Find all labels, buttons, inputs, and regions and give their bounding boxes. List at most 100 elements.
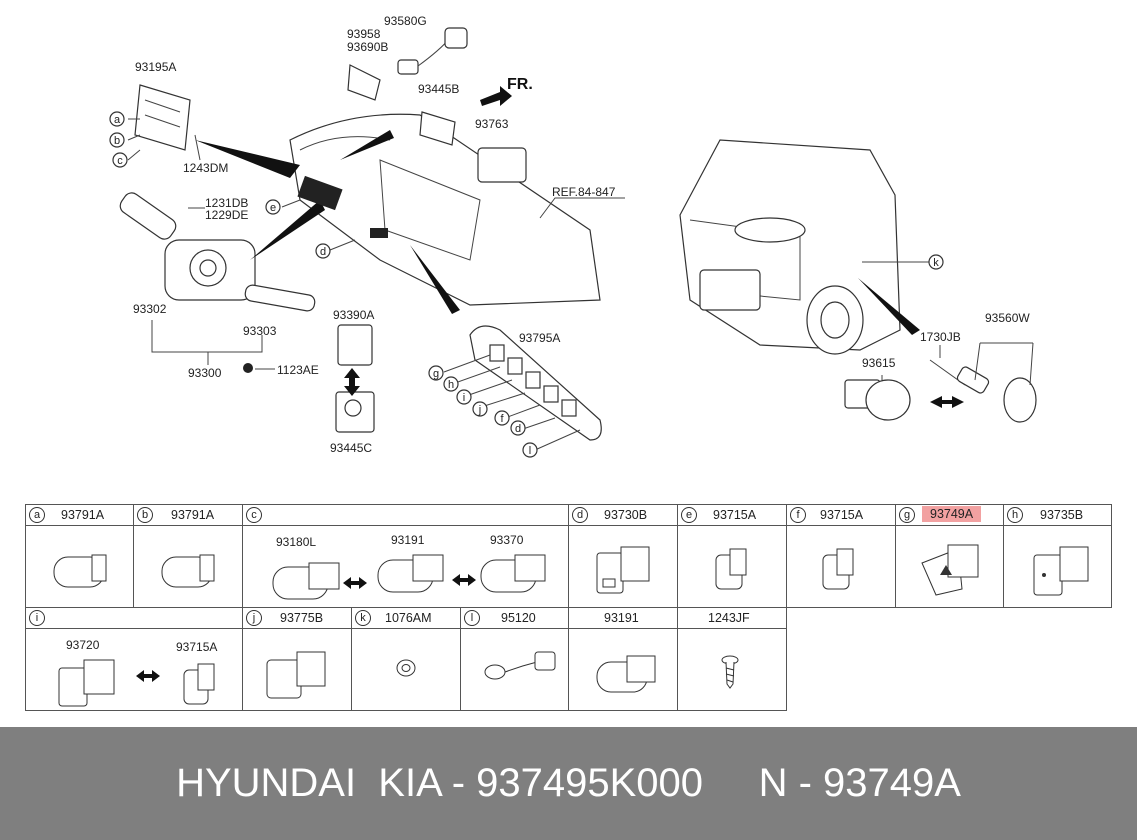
switch-panel-drawing bbox=[469, 325, 602, 441]
table-cell-m: 93191 bbox=[568, 607, 678, 711]
label-1229DE: 1229DE bbox=[205, 208, 248, 222]
label-93195A: 93195A bbox=[135, 60, 176, 74]
svg-text:d: d bbox=[515, 423, 521, 435]
table-cell-h: h 93735B bbox=[1003, 504, 1112, 608]
switch-group-icon bbox=[272, 554, 546, 600]
top-parts-drawing bbox=[347, 27, 527, 183]
label-1243DM: 1243DM bbox=[183, 161, 228, 175]
truck-drawing bbox=[679, 139, 920, 355]
cell-letter: i bbox=[29, 610, 45, 626]
parts-diagram: 93195A 1243DM 93958 93690B 93580G 93445B… bbox=[109, 14, 1037, 458]
svg-text:j: j bbox=[478, 404, 481, 416]
switch-icon bbox=[161, 554, 215, 588]
part-code: 93715A bbox=[820, 508, 864, 522]
bracket-drawing bbox=[134, 84, 191, 151]
part-code-93715A: 93715A bbox=[176, 640, 218, 654]
cell-letter: h bbox=[1007, 507, 1023, 523]
double-arrow-icon bbox=[344, 368, 360, 396]
table-cell-l: l 95120 bbox=[460, 607, 569, 711]
table-cell-a: a 93791A bbox=[25, 504, 134, 608]
svg-text:d: d bbox=[320, 246, 326, 258]
label-1730JB: 1730JB bbox=[920, 330, 961, 344]
label-93580G: 93580G bbox=[384, 14, 427, 28]
switch-icon bbox=[266, 651, 326, 699]
switch-icon bbox=[822, 548, 854, 590]
callout-e: e bbox=[265, 199, 281, 215]
svg-text:l: l bbox=[529, 445, 531, 457]
part-code: 93715A bbox=[713, 508, 757, 522]
label-93445C: 93445C bbox=[330, 441, 372, 455]
svg-text:c: c bbox=[117, 155, 123, 167]
cell-letter: a bbox=[29, 507, 45, 523]
svg-text:e: e bbox=[270, 202, 276, 214]
part-code: 1243JF bbox=[708, 611, 750, 625]
svg-text:g: g bbox=[433, 368, 439, 380]
switch-icon bbox=[1033, 546, 1089, 596]
label-93390A: 93390A bbox=[333, 308, 374, 322]
svg-text:b: b bbox=[114, 135, 120, 147]
cell-letter: c bbox=[246, 507, 262, 523]
switch-icon bbox=[921, 544, 979, 596]
callout-k: k bbox=[928, 254, 944, 270]
switch-icon bbox=[53, 554, 107, 588]
label-93795A: 93795A bbox=[519, 331, 560, 345]
label-93615: 93615 bbox=[862, 356, 896, 370]
screw-icon bbox=[721, 655, 739, 689]
table-cell-i: i 93720 93715A bbox=[25, 607, 243, 711]
cell-letter: g bbox=[899, 507, 915, 523]
label-93302: 93302 bbox=[133, 302, 167, 316]
part-code: 93791A bbox=[61, 508, 105, 522]
cell-letter: b bbox=[137, 507, 153, 523]
part-code: 93791A bbox=[171, 508, 215, 522]
switch-icon bbox=[596, 546, 650, 594]
callout-l: l bbox=[522, 442, 538, 458]
dashboard-drawing bbox=[195, 113, 601, 314]
part-number-text: HYUNDAI KIA - 937495K000 N - 93749A bbox=[176, 761, 961, 805]
grommet-icon bbox=[396, 659, 416, 677]
part-code-93180L: 93180L bbox=[276, 535, 317, 549]
table-cell-d: d 93730B bbox=[568, 504, 678, 608]
cell-letter: d bbox=[572, 507, 588, 523]
switch-icon bbox=[715, 548, 747, 590]
callout-g: g bbox=[428, 365, 444, 381]
callout-c: c bbox=[112, 152, 128, 168]
label-93300: 93300 bbox=[188, 366, 222, 380]
callout-f: f bbox=[494, 410, 510, 426]
label-93445B: 93445B bbox=[418, 82, 459, 96]
label-93303: 93303 bbox=[243, 324, 277, 338]
part-code: 95120 bbox=[501, 611, 536, 625]
cell-letter: l bbox=[464, 610, 480, 626]
callout-j: j bbox=[472, 401, 488, 417]
svg-text:h: h bbox=[448, 379, 454, 391]
part-code: 93730B bbox=[604, 508, 648, 522]
part-code-93720: 93720 bbox=[66, 638, 100, 652]
part-code: 93735B bbox=[1040, 508, 1084, 522]
switch-icon bbox=[596, 655, 656, 693]
table-cell-b: b 93791A bbox=[133, 504, 243, 608]
callout-b: b bbox=[109, 132, 125, 148]
svg-text:i: i bbox=[463, 392, 465, 404]
cell-letter: f bbox=[790, 507, 806, 523]
svg-text:f: f bbox=[500, 413, 504, 425]
leader-lines bbox=[127, 118, 1034, 451]
table-cell-e: e 93715A bbox=[677, 504, 787, 608]
svg-text:k: k bbox=[933, 257, 939, 269]
label-1123AE: 1123AE bbox=[277, 363, 319, 377]
callout-a: a bbox=[109, 111, 125, 127]
cell-letter: e bbox=[681, 507, 697, 523]
part-code: 93191 bbox=[604, 611, 639, 625]
table-cell-n: 1243JF bbox=[677, 607, 787, 711]
part-code-93370: 93370 bbox=[490, 533, 524, 547]
callout-d: d bbox=[315, 243, 331, 259]
front-direction-label: FR. bbox=[507, 76, 533, 93]
part-code: 1076AM bbox=[385, 611, 432, 625]
multifunction-switch-drawing bbox=[119, 192, 316, 373]
table-cell-c: c 93180L 93191 93370 bbox=[242, 504, 569, 608]
label-93690B: 93690B bbox=[347, 40, 388, 54]
part-code-93191: 93191 bbox=[391, 533, 425, 547]
callout-i: i bbox=[456, 389, 472, 405]
table-cell-f: f 93715A bbox=[786, 504, 896, 608]
